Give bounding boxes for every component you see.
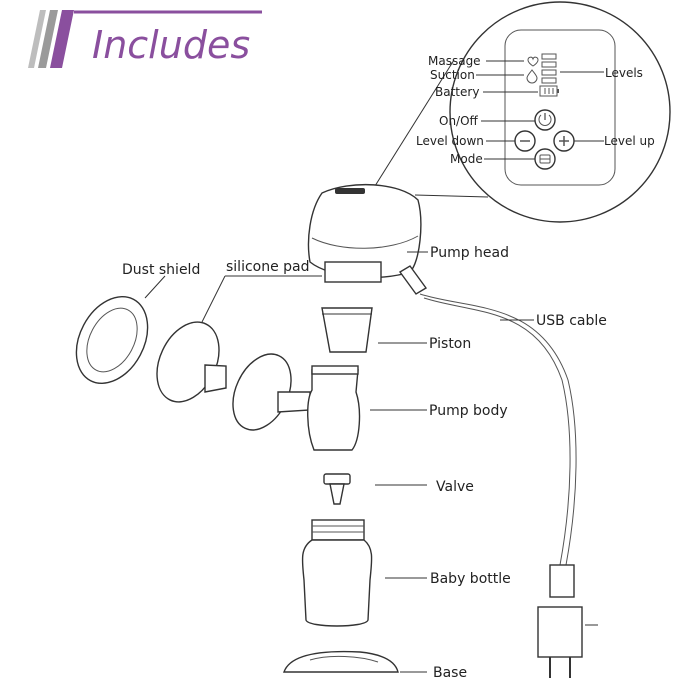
baby-bottle: Baby bottle xyxy=(301,519,511,627)
panel-label-battery: Battery xyxy=(435,85,479,99)
label-base: Base xyxy=(433,665,467,681)
pump-head: Pump head xyxy=(307,183,509,283)
panel-label-mode: Mode xyxy=(450,152,483,166)
pump-body: Pump body xyxy=(232,353,508,451)
panel-face xyxy=(504,29,616,186)
header-title: Includes xyxy=(92,23,250,67)
power-button[interactable] xyxy=(534,109,556,131)
usb-cable: USB cable xyxy=(398,265,607,598)
panel-label-levels: Levels xyxy=(605,66,643,80)
control-panel-callout: Massage Suction Levels Battery On/Off xyxy=(374,1,671,223)
panel-label-on-off: On/Off xyxy=(439,114,479,128)
power-icon xyxy=(538,114,552,126)
header: Includes xyxy=(28,10,262,68)
label-piston: Piston xyxy=(429,336,471,352)
header-stripe-2 xyxy=(38,10,58,68)
label-pump-head: Pump head xyxy=(430,245,509,261)
label-silicone-pad: silicone pad xyxy=(226,259,310,275)
heart-icon xyxy=(527,56,539,67)
level-down-button[interactable] xyxy=(514,130,536,152)
label-valve: Valve xyxy=(436,479,474,495)
panel-circle xyxy=(449,1,671,223)
header-stripe-1 xyxy=(28,10,46,68)
level-up-button[interactable] xyxy=(553,130,575,152)
silicone-pad: silicone pad xyxy=(156,259,322,403)
piston: Piston xyxy=(321,307,471,353)
panel-label-suction: Suction xyxy=(430,68,475,82)
base: Base xyxy=(283,650,467,681)
mode-button[interactable] xyxy=(534,148,556,170)
usb-adapter xyxy=(537,606,598,678)
label-baby-bottle: Baby bottle xyxy=(430,571,511,587)
level-bars-icon xyxy=(541,53,557,84)
panel-label-massage: Massage xyxy=(428,54,481,68)
valve: Valve xyxy=(323,473,474,505)
label-dust-shield: Dust shield xyxy=(122,262,200,278)
panel-label-level-down: Level down xyxy=(416,134,484,148)
droplet-icon xyxy=(526,69,538,84)
plus-icon xyxy=(559,136,569,146)
battery-icon xyxy=(539,85,559,97)
panel-label-level-up: Level up xyxy=(604,134,655,148)
label-pump-body: Pump body xyxy=(429,403,508,419)
header-stripe-3 xyxy=(50,10,74,68)
label-usb-cable: USB cable xyxy=(536,313,607,329)
dust-shield: Dust shield xyxy=(75,262,200,385)
